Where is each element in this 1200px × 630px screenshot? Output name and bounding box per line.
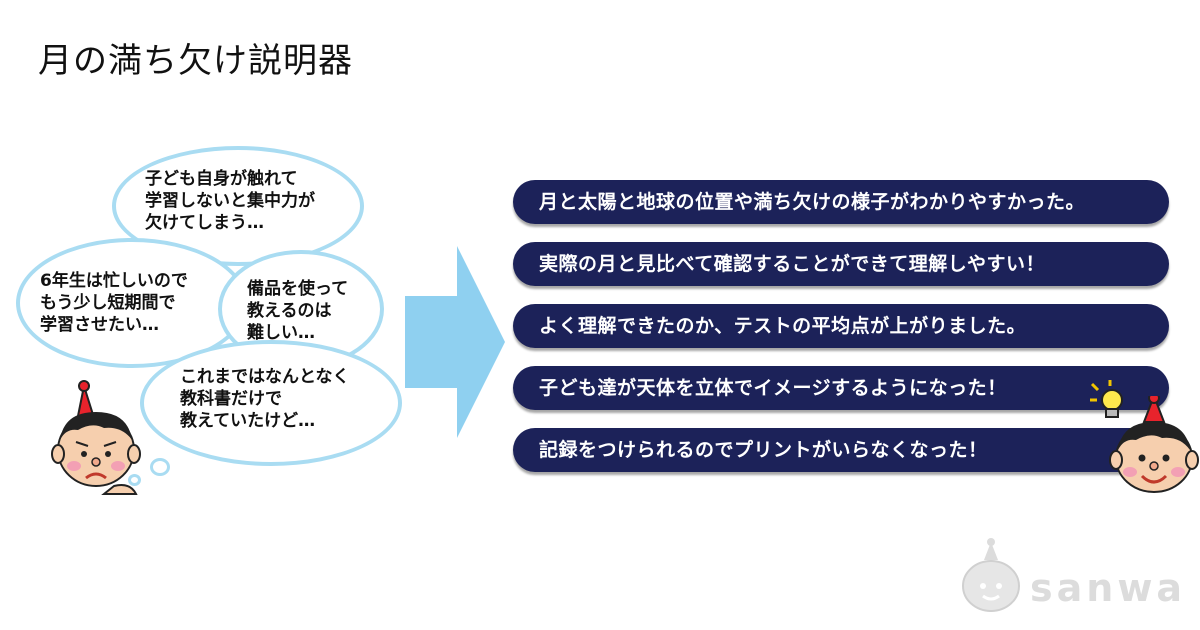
result-label: 子ども達が天体を立体でイメージするようになった！ (539, 377, 1007, 399)
result-banner: 実際の月と見比べて確認することができて理解しやすい！ (513, 242, 1169, 286)
page-title: 月の満ち欠け説明器 (38, 41, 353, 81)
bubble-text-1: 子ども自身が触れて 学習しないと集中力が 欠けてしまう… (145, 169, 315, 233)
lightbulb-icon (1090, 380, 1123, 418)
bubble-text-4: これまではなんとなく 教科書だけで 教えていたけど… (180, 367, 350, 431)
arrow-right-icon (405, 246, 505, 438)
sanwa-logo-text: sanwa (1030, 566, 1187, 610)
result-banner: 月と太陽と地球の位置や満ち欠けの様子がわかりやすかった。 (513, 180, 1169, 224)
happy-child-icon (1109, 396, 1199, 493)
result-label: 月と太陽と地球の位置や満ち欠けの様子がわかりやすかった。 (539, 191, 1086, 213)
thought-dot-small (128, 474, 141, 486)
thought-bubble-4 (140, 340, 402, 466)
result-banner: 子ども達が天体を立体でイメージするようになった！ (513, 366, 1169, 410)
thought-bubble-2 (16, 238, 248, 368)
result-label: 実際の月と見比べて確認することができて理解しやすい！ (539, 253, 1046, 275)
result-banner: よく理解できたのか、テストの平均点が上がりました。 (513, 304, 1169, 348)
worried-child-icon (51, 380, 141, 495)
sanwa-logo-icon (962, 538, 1020, 612)
result-label: 記録をつけられるのでプリントがいらなくなった！ (539, 439, 988, 461)
result-banner: 記録をつけられるのでプリントがいらなくなった！ (513, 428, 1169, 472)
result-label: よく理解できたのか、テストの平均点が上がりました。 (539, 315, 1027, 337)
bubble-text-3: 備品を使って 教えるのは 難しい… (247, 279, 349, 343)
thought-dot-large (150, 458, 170, 476)
bubble-text-2: 6年生は忙しいので もう少し短期間で 学習させたい… (40, 271, 188, 335)
